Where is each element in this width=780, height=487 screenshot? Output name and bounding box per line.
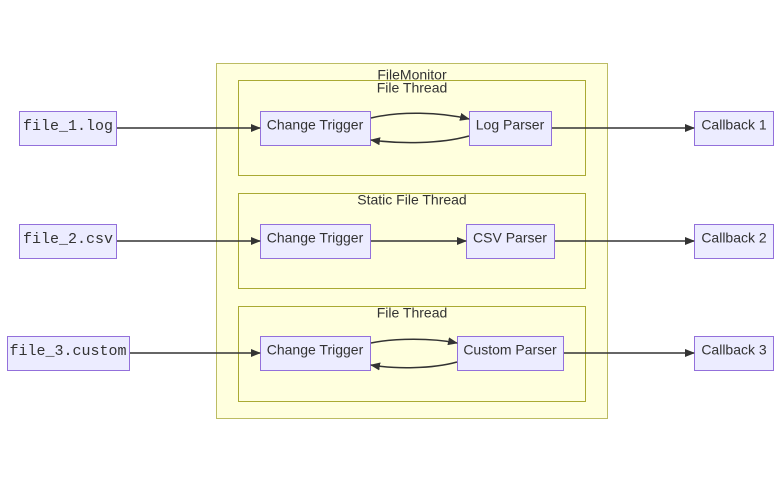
input-file-3-label: file_3.custom [9, 343, 126, 360]
callback-2-node: Callback 2 [694, 224, 774, 259]
parser-2-label: CSV Parser [473, 230, 547, 246]
parser-2-node: CSV Parser [466, 224, 555, 259]
edge-trigger-1-to-parser-1 [370, 112, 470, 121]
thread-1: File Thread file_1.log Change Trigger Lo… [19, 80, 774, 176]
callback-2-label: Callback 2 [701, 230, 767, 246]
parser-3-box [457, 336, 564, 371]
callback-3-node: Callback 3 [694, 336, 774, 371]
parser-1-label: Log Parser [476, 117, 545, 133]
thread-2: Static File Thread file_2.csv Change Tri… [19, 192, 774, 289]
thread-3: File Thread file_3.custom Change Trigger… [7, 305, 774, 402]
change-trigger-3-label: Change Trigger [267, 342, 364, 358]
change-trigger-2-node: Change Trigger [260, 224, 371, 259]
change-trigger-2-label: Change Trigger [267, 230, 364, 246]
thread-2-title: Static File Thread [357, 192, 466, 208]
change-trigger-1-box [260, 111, 371, 146]
file-monitor-title: FileMonitor [377, 67, 447, 83]
parser-1-node: Log Parser [469, 111, 552, 146]
input-file-2-node: file_2.csv [19, 224, 117, 259]
input-file-1-box [19, 111, 117, 146]
input-file-3-box [7, 336, 130, 371]
callback-3-label: Callback 3 [701, 342, 767, 358]
edge-parser-3-to-trigger-3 [370, 361, 458, 371]
input-file-3-node: file_3.custom [7, 336, 130, 371]
change-trigger-3-node: Change Trigger [260, 336, 371, 371]
input-file-2-box [19, 224, 117, 259]
edge-parser-1-to-trigger-1 [370, 135, 470, 146]
input-file-1-node: file_1.log [19, 111, 117, 146]
edge-trigger-3-to-parser-3 [370, 337, 458, 346]
change-trigger-1-label: Change Trigger [267, 117, 364, 133]
change-trigger-1-node: Change Trigger [260, 111, 371, 146]
parser-2-box [466, 224, 555, 259]
parser-3-label: Custom Parser [463, 342, 557, 358]
input-file-2-label: file_2.csv [23, 231, 113, 248]
parser-3-node: Custom Parser [457, 336, 564, 371]
input-file-1-label: file_1.log [23, 118, 113, 135]
change-trigger-2-box [260, 224, 371, 259]
thread-1-title: File Thread [377, 80, 448, 96]
callback-1-node: Callback 1 [694, 111, 774, 146]
callback-1-box [694, 111, 774, 146]
callback-1-label: Callback 1 [701, 117, 767, 133]
parser-1-box [469, 111, 552, 146]
thread-3-title: File Thread [377, 305, 448, 321]
